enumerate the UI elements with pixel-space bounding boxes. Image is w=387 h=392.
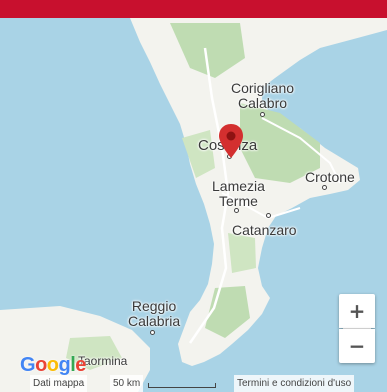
city-name: Reggio Calabria — [128, 298, 181, 329]
city-dot-reggio — [150, 330, 155, 335]
scale-bar — [148, 383, 216, 388]
etna-forest — [66, 336, 122, 370]
logo-letter: e — [75, 354, 86, 376]
city-name: Crotone — [305, 169, 355, 185]
logo-letter: G — [20, 354, 36, 376]
terms-link[interactable]: Termini e condizioni d'uso — [234, 375, 355, 392]
calabria-land — [130, 18, 387, 366]
map-terrain — [0, 18, 387, 392]
zoom-in-button[interactable]: + — [339, 294, 375, 328]
city-label-corigliano: Corigliano Calabro — [231, 81, 294, 111]
city-dot-catanzaro — [266, 213, 271, 218]
road-catanzaro — [221, 192, 301, 220]
road-east — [261, 117, 341, 184]
header-bar — [0, 0, 387, 18]
city-label-taormina: Taormina — [78, 354, 127, 369]
serre-forest — [228, 233, 256, 273]
city-name: Lamezia Terme — [212, 178, 265, 209]
city-label-lamezia: Lamezia Terme — [212, 179, 265, 209]
zoom-divider — [343, 328, 371, 329]
logo-letter: g — [58, 354, 71, 376]
map-view[interactable]: Corigliano Calabro Cosenza Crotone Lamez… — [0, 18, 387, 392]
city-dot-corigliano — [260, 112, 265, 117]
coastal-forest — [182, 130, 215, 178]
pollino-forest — [170, 23, 245, 78]
logo-letter: o — [35, 354, 47, 376]
city-label-crotone: Crotone — [305, 170, 355, 185]
city-label-reggio: Reggio Calabria — [128, 299, 180, 329]
scale-label[interactable]: 50 km — [110, 375, 144, 392]
city-dot-lamezia — [234, 208, 239, 213]
city-name: Catanzaro — [232, 222, 297, 238]
sila-forest — [240, 103, 320, 183]
city-name: Corigliano Calabro — [231, 80, 295, 111]
logo-letter: o — [46, 354, 59, 376]
city-dot-crotone — [322, 185, 327, 190]
map-data-link[interactable]: Dati mappa — [30, 375, 88, 392]
google-logo[interactable]: Google — [20, 354, 86, 377]
logo-letter: l — [70, 354, 76, 376]
city-label-catanzaro: Catanzaro — [232, 223, 297, 238]
zoom-out-button[interactable]: − — [339, 329, 375, 363]
road-a2 — [188, 47, 230, 344]
map-footer: Dati mappa 50 km Termini e condizioni d'… — [0, 375, 387, 392]
city-name: Taormina — [78, 354, 128, 368]
